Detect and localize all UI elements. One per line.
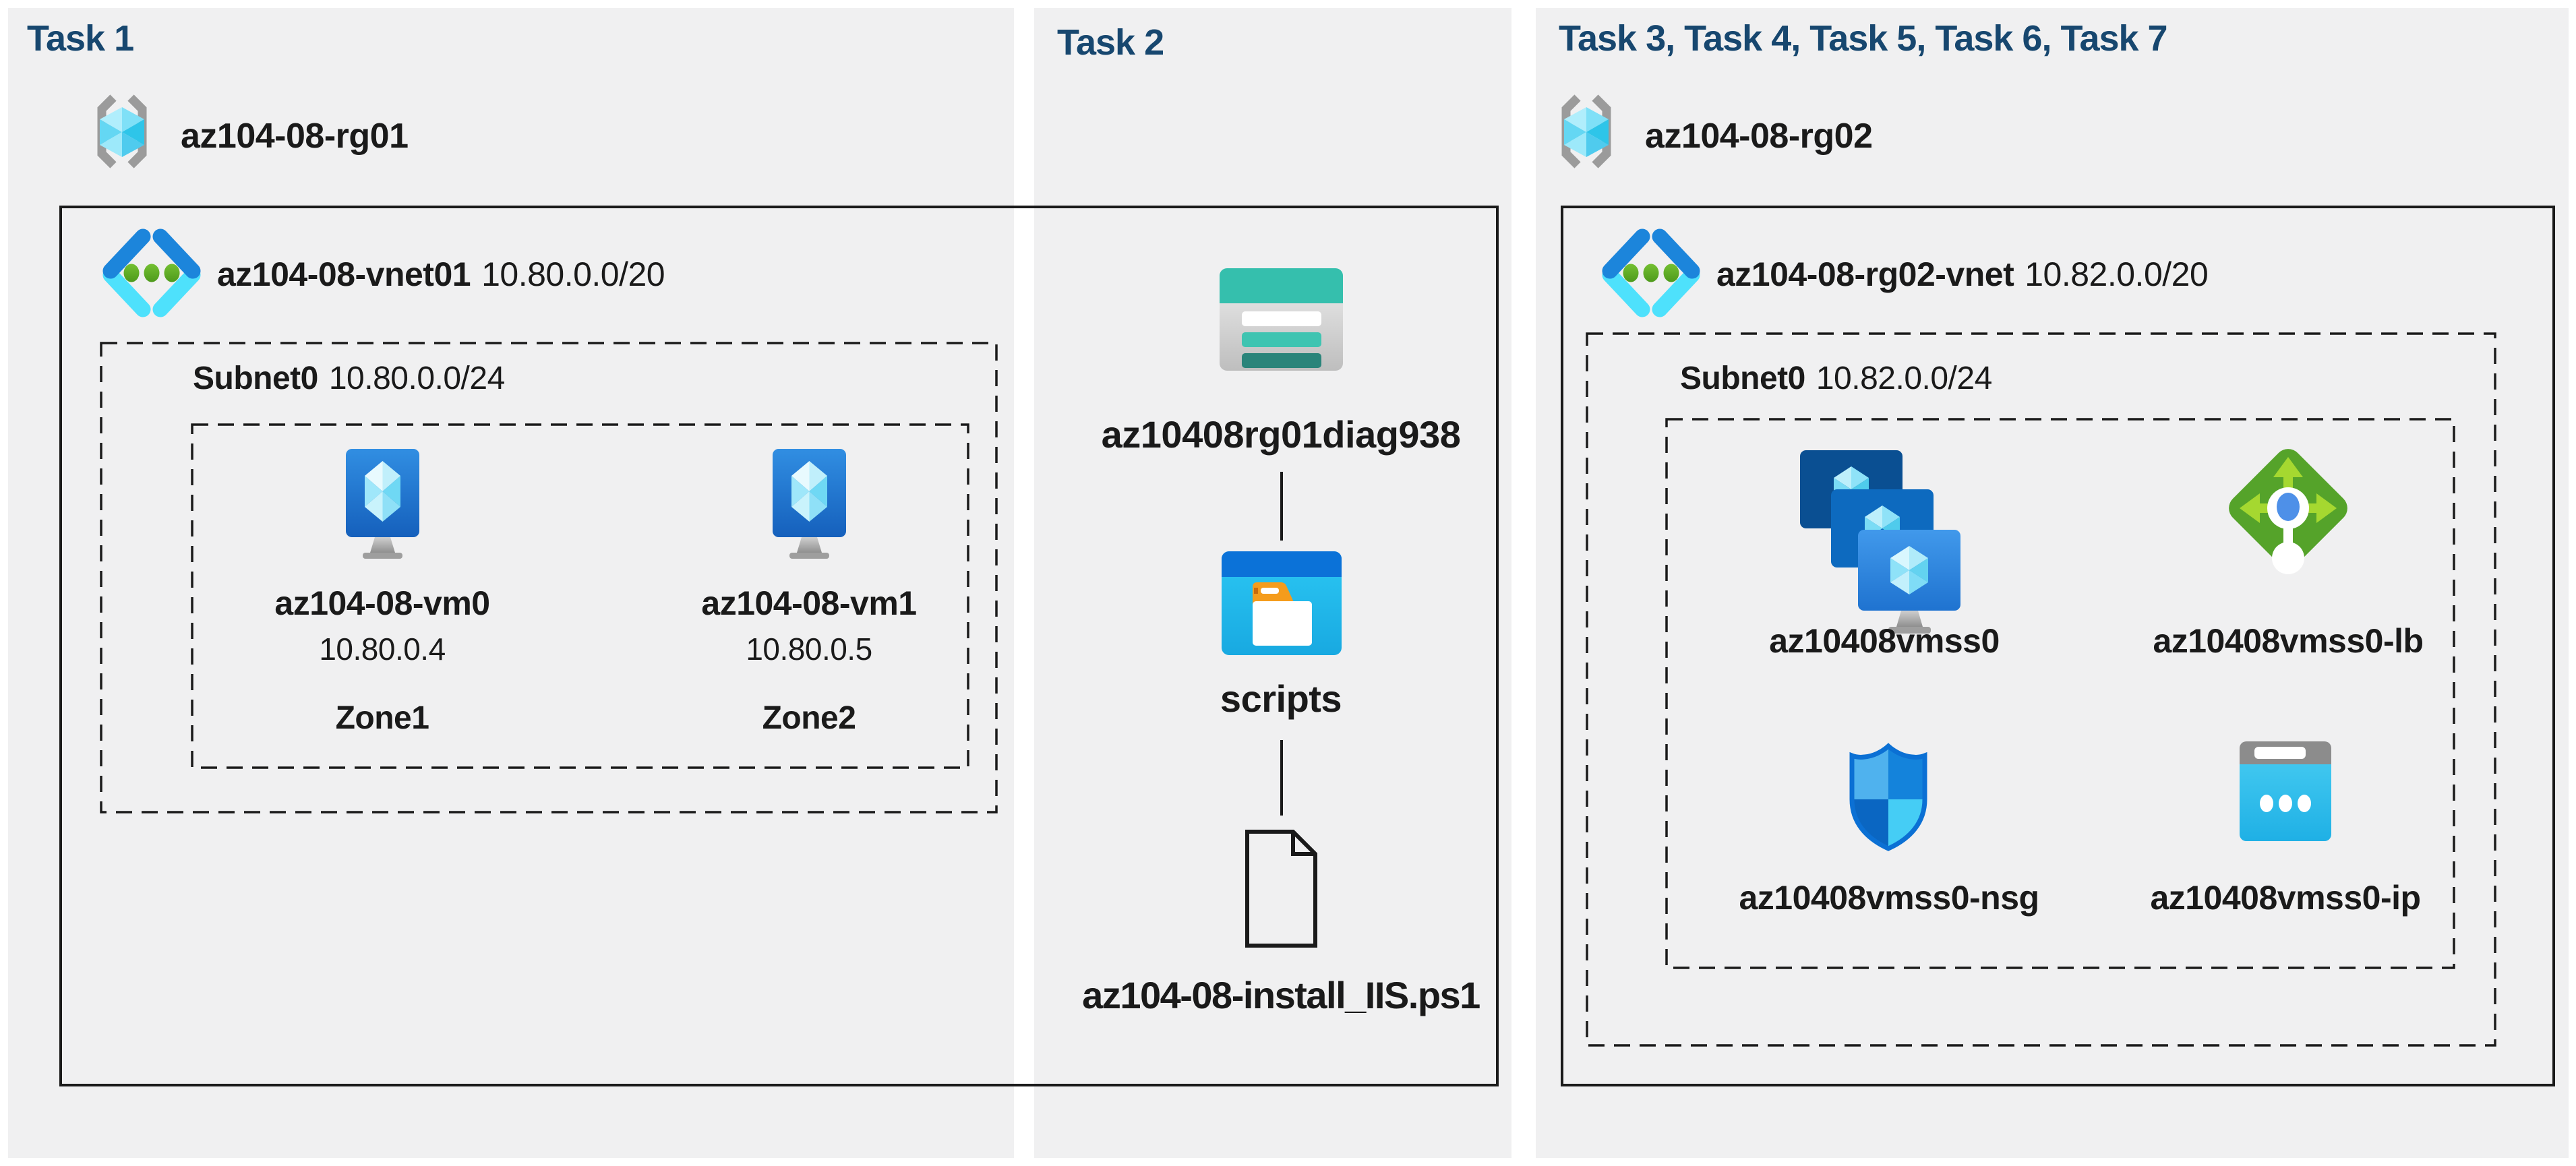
resource-group-label: az104-08-rg02	[1645, 117, 1873, 156]
task2-header: Task 2	[1057, 22, 1164, 63]
vm-zone-label: Zone1	[335, 700, 429, 736]
subnet-name: Subnet0	[1680, 361, 1805, 396]
subnet-label: Subnet0 10.82.0.0/24	[1680, 360, 1992, 397]
vnet-cidr: 10.80.0.0/20	[481, 255, 665, 293]
file-icon	[1245, 830, 1317, 948]
connector-line	[1280, 472, 1283, 541]
vmss-group-dashed-box	[1665, 418, 2455, 969]
vnet-cidr: 10.82.0.0/20	[2025, 255, 2209, 293]
resource-group-icon	[97, 94, 147, 168]
vm-group-dashed-box	[191, 423, 969, 769]
resource-group-icon	[1561, 94, 1611, 168]
vm-icon	[773, 449, 846, 559]
nsg-label: az10408vmss0-nsg	[1739, 879, 2039, 917]
vm-name-label: az104-08-vm1	[701, 584, 917, 622]
task3-header: Task 3, Task 4, Task 5, Task 6, Task 7	[1559, 18, 2168, 59]
storage-account-icon	[1220, 268, 1343, 371]
blob-container-icon	[1222, 551, 1342, 655]
nsg-icon	[1849, 743, 1927, 851]
subnet-name: Subnet0	[193, 361, 318, 396]
subnet1-dashed-box	[100, 342, 998, 814]
subnet-label: Subnet0 10.80.0.0/24	[193, 360, 505, 397]
public-ip-label: az10408vmss0-ip	[2150, 879, 2421, 917]
vmss-label: az10408vmss0	[1769, 622, 2000, 660]
public-ip-icon	[2240, 741, 2331, 841]
virtual-network-icon	[102, 228, 201, 317]
vm-icon	[346, 449, 419, 559]
load-balancer-icon	[2229, 449, 2347, 574]
subnet-cidr: 10.80.0.0/24	[328, 361, 505, 396]
virtual-network-icon	[1602, 228, 1700, 317]
panel-task1	[8, 8, 1014, 1158]
task1-header: Task 1	[27, 18, 134, 59]
vnet-name: az104-08-vnet01	[217, 255, 471, 293]
resource-group-label: az104-08-rg01	[181, 117, 409, 156]
vnet-name: az104-08-rg02-vnet	[1716, 255, 2014, 293]
container-label: scripts	[1220, 677, 1342, 720]
load-balancer-label: az10408vmss0-lb	[2153, 622, 2424, 660]
vnet1-border-box	[59, 206, 1499, 1086]
vm-ip-label: 10.80.0.4	[319, 632, 446, 667]
file-label: az104-08-install_IIS.ps1	[1082, 974, 1480, 1016]
vmss-icon	[1800, 450, 1960, 634]
vm-zone-label: Zone2	[762, 700, 856, 736]
vnet2-border-box	[1561, 206, 2555, 1086]
subnet-cidr: 10.82.0.0/24	[1816, 361, 1992, 396]
subnet2-dashed-box	[1586, 332, 2496, 1047]
panel-task3	[1536, 8, 2569, 1158]
vnet-label: az104-08-vnet01 10.80.0.0/20	[217, 255, 665, 294]
vm-name-label: az104-08-vm0	[274, 584, 490, 622]
vnet-label: az104-08-rg02-vnet 10.82.0.0/20	[1716, 255, 2209, 294]
storage-account-label: az10408rg01diag938	[1101, 413, 1461, 456]
connector-line	[1280, 740, 1283, 816]
vm-ip-label: 10.80.0.5	[746, 632, 872, 667]
